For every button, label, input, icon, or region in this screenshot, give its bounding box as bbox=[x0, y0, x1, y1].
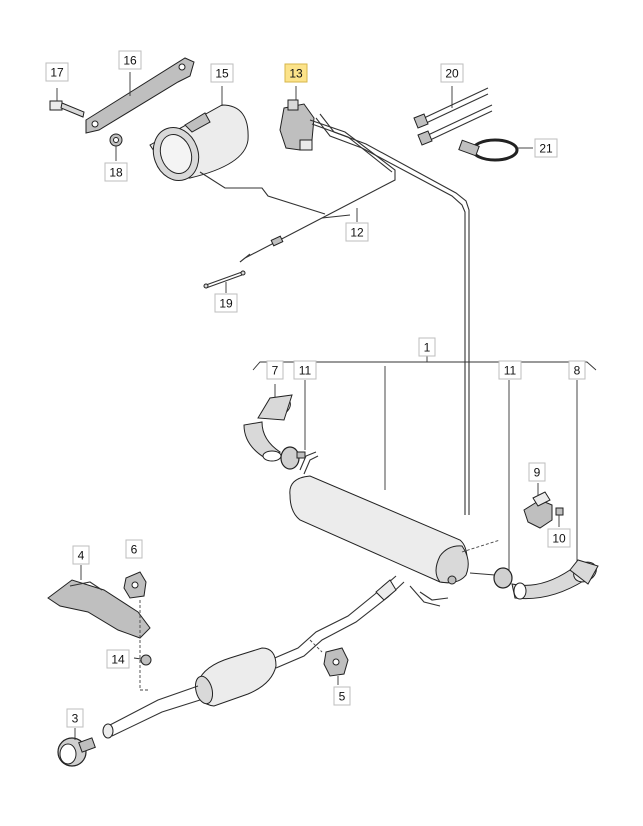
bracket-part-16[interactable] bbox=[85, 57, 195, 134]
part-tag-p4[interactable]: 4 bbox=[72, 545, 90, 565]
reservoir-part-15[interactable] bbox=[146, 86, 326, 215]
part-number-p21: 21 bbox=[539, 142, 553, 156]
part-tag-p16[interactable]: 16 bbox=[118, 50, 142, 70]
nut-part-18[interactable] bbox=[109, 133, 123, 161]
part-number-p14: 14 bbox=[111, 653, 125, 667]
part-tag-p20[interactable]: 20 bbox=[440, 63, 464, 83]
bolt-part-17[interactable] bbox=[49, 88, 85, 118]
part-tag-p18[interactable]: 18 bbox=[104, 162, 128, 182]
bolt-part-10[interactable] bbox=[555, 507, 564, 527]
assembly-bracket-part-1 bbox=[252, 353, 597, 570]
intermediate-pipe[interactable] bbox=[269, 575, 449, 669]
part-number-p4: 4 bbox=[78, 549, 85, 563]
valve-part-13[interactable] bbox=[279, 86, 315, 151]
dashed-guide-right bbox=[461, 539, 501, 553]
clamp-part-3[interactable] bbox=[57, 728, 96, 767]
part-number-p15: 15 bbox=[215, 67, 229, 81]
part-number-p7: 7 bbox=[272, 364, 279, 378]
part-tag-p1[interactable]: 1 bbox=[418, 337, 436, 357]
part-number-p12: 12 bbox=[350, 226, 364, 240]
part-tag-p3[interactable]: 3 bbox=[66, 708, 84, 728]
part-tag-p10[interactable]: 10 bbox=[547, 528, 571, 548]
tailpipe-part-8[interactable] bbox=[511, 558, 600, 600]
part-number-p20: 20 bbox=[445, 67, 459, 81]
part-number-p6: 6 bbox=[131, 543, 138, 557]
dashed-guide-left bbox=[139, 600, 150, 691]
part-number-p11b: 11 bbox=[504, 364, 517, 378]
part-number-p13: 13 bbox=[289, 67, 303, 81]
hose-clamp-part-21[interactable] bbox=[458, 138, 533, 162]
part-number-p16: 16 bbox=[123, 54, 137, 68]
part-number-p10: 10 bbox=[552, 532, 566, 546]
part-number-p19: 19 bbox=[219, 297, 233, 311]
part-tag-p15[interactable]: 15 bbox=[210, 63, 234, 83]
part-number-p11a: 11 bbox=[299, 364, 312, 378]
part-number-p3: 3 bbox=[72, 712, 79, 726]
part-tag-p7[interactable]: 7 bbox=[266, 360, 284, 380]
part-tag-p13[interactable]: 13 bbox=[284, 63, 308, 83]
part-tag-p12[interactable]: 12 bbox=[345, 222, 369, 242]
part-tag-p5[interactable]: 5 bbox=[333, 686, 351, 706]
part-number-p9: 9 bbox=[534, 466, 541, 480]
heat-shield-part-4[interactable] bbox=[47, 565, 151, 639]
part-tag-p11a[interactable]: 11 bbox=[293, 360, 317, 380]
part-tag-p21[interactable]: 21 bbox=[534, 138, 558, 158]
rubber-mount-part-5[interactable] bbox=[323, 647, 349, 685]
center-silencer[interactable] bbox=[193, 647, 277, 707]
front-pipe[interactable] bbox=[102, 685, 201, 739]
clamp-part-11-right[interactable] bbox=[469, 567, 513, 589]
part-tag-p19[interactable]: 19 bbox=[214, 293, 238, 313]
hanger-part-9[interactable] bbox=[523, 483, 553, 529]
dashed-guide-mid bbox=[309, 639, 323, 653]
part-number-p1: 1 bbox=[424, 341, 431, 355]
part-number-p18: 18 bbox=[109, 166, 123, 180]
part-tag-p14[interactable]: 14 bbox=[106, 649, 130, 669]
rear-silencer[interactable] bbox=[289, 451, 469, 585]
nut-part-14[interactable] bbox=[133, 654, 152, 666]
part-tag-p6[interactable]: 6 bbox=[125, 539, 143, 559]
tailpipe-part-7[interactable] bbox=[243, 393, 294, 462]
rubber-mount-part-6[interactable] bbox=[123, 571, 147, 599]
part-tag-p17[interactable]: 17 bbox=[45, 62, 69, 82]
part-number-p5: 5 bbox=[339, 690, 346, 704]
part-tag-p8[interactable]: 8 bbox=[568, 360, 586, 380]
rod-part-19[interactable] bbox=[203, 270, 246, 293]
part-number-p17: 17 bbox=[50, 66, 64, 80]
strap-part-20[interactable] bbox=[413, 86, 493, 146]
part-tag-p11b[interactable]: 11 bbox=[498, 360, 522, 380]
hose-line-part-12[interactable] bbox=[239, 119, 396, 263]
part-tag-p9[interactable]: 9 bbox=[528, 462, 546, 482]
part-number-p8: 8 bbox=[574, 364, 581, 378]
vacuum-line[interactable] bbox=[315, 113, 470, 515]
clamp-part-11-left[interactable] bbox=[280, 446, 306, 470]
